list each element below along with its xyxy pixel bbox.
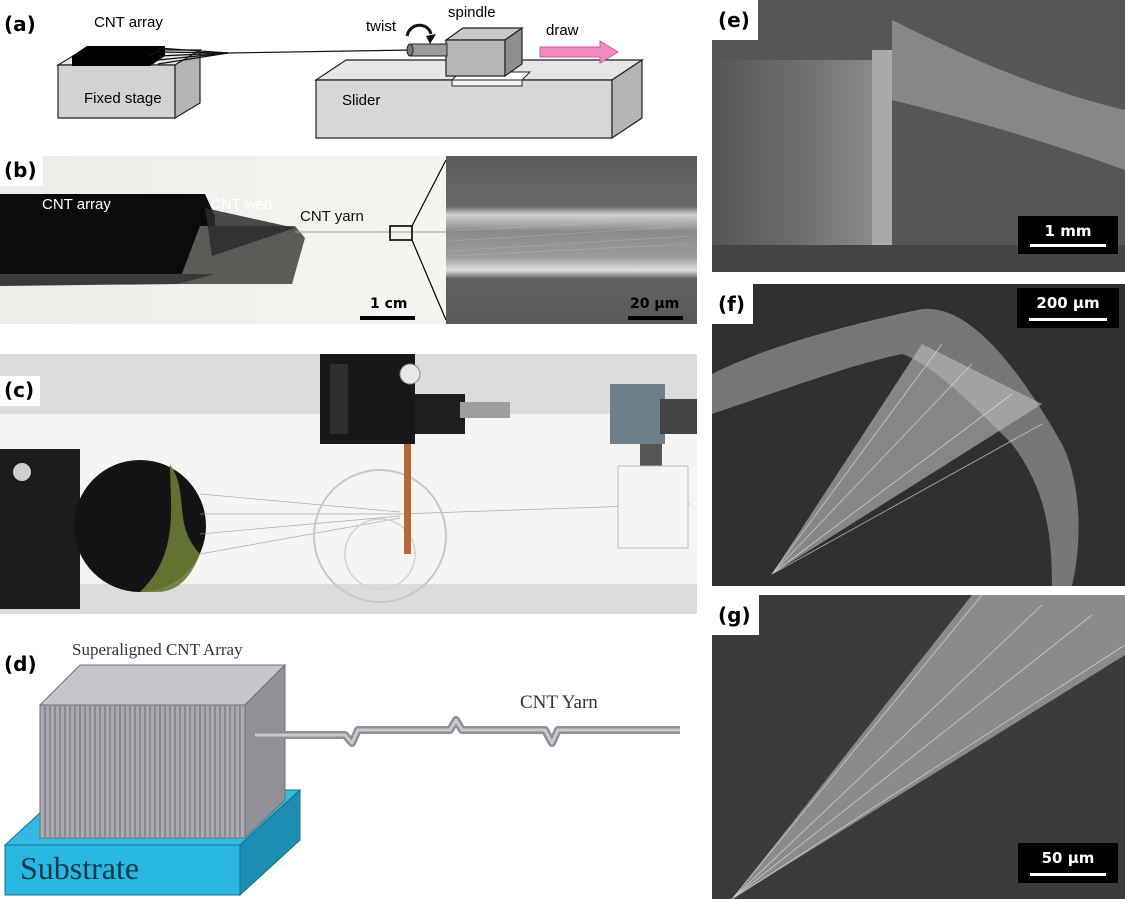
cnt-web-label: CNT web (210, 196, 273, 213)
panel-g-sem: 50 μm (g) (712, 595, 1125, 899)
spinning-rig-photo (0, 354, 697, 614)
sem-array-edge (712, 0, 1125, 272)
cnt-array-label: CNT array (42, 196, 111, 213)
panel-b-photo: CNT array CNT web CNT yarn 1 cm 20 μm (b… (0, 156, 697, 324)
scale-bar-label: 50 μm (1041, 849, 1095, 867)
panel-c-photo: (c) (0, 354, 697, 614)
superaligned-array-drawing (3, 663, 680, 897)
panel-label: (g) (712, 595, 759, 635)
panel-e-sem: 1 mm (e) (712, 0, 1125, 272)
panel-a-schematic: CNT array Fixed stage twist spindle draw… (0, 0, 700, 150)
panel-label: (d) (0, 650, 43, 680)
scale-bar-1cm-label: 1 cm (370, 296, 408, 312)
scale-bar-label: 1 mm (1044, 222, 1092, 240)
cnt-array-label: CNT array (94, 14, 163, 31)
cnt-yarn-label: CNT yarn (300, 208, 364, 225)
panel-label: (e) (712, 0, 758, 40)
scale-bar-line (1030, 244, 1106, 247)
panel-label: (c) (0, 376, 41, 406)
scale-bar-line (1030, 873, 1106, 876)
fixed-stage-label: Fixed stage (84, 90, 162, 107)
sem-yarn-tip (712, 595, 1125, 899)
sem-yarn-cone (712, 284, 1125, 586)
cnt-web-photo (0, 156, 697, 324)
scale-bar-1mm: 1 mm (1018, 216, 1118, 254)
scale-bar-50um: 50 μm (1018, 843, 1118, 883)
scale-bar-20um-label: 20 μm (630, 296, 680, 312)
panel-f-sem: 200 μm (f) (712, 284, 1125, 586)
scale-bar-200um: 200 μm (1017, 288, 1119, 328)
slider-label: Slider (342, 92, 381, 109)
panel-label: (b) (0, 156, 43, 186)
scale-bar-label: 200 μm (1036, 294, 1100, 312)
scale-bar-20um (628, 316, 683, 320)
spindle-label: spindle (448, 4, 496, 21)
panel-label: (a) (0, 12, 40, 36)
substrate-label: Substrate (20, 850, 140, 886)
panel-label: (f) (712, 284, 753, 324)
panel-d-schematic: Superaligned CNT Array CNT Yarn Substrat… (0, 640, 700, 899)
twist-label: twist (366, 18, 396, 35)
cnt-yarn-label: CNT Yarn (520, 692, 598, 713)
array-title-label: Superaligned CNT Array (72, 640, 243, 659)
draw-label: draw (546, 22, 579, 39)
scale-bar-line (1029, 318, 1107, 321)
spinning-setup-drawing (55, 23, 644, 140)
